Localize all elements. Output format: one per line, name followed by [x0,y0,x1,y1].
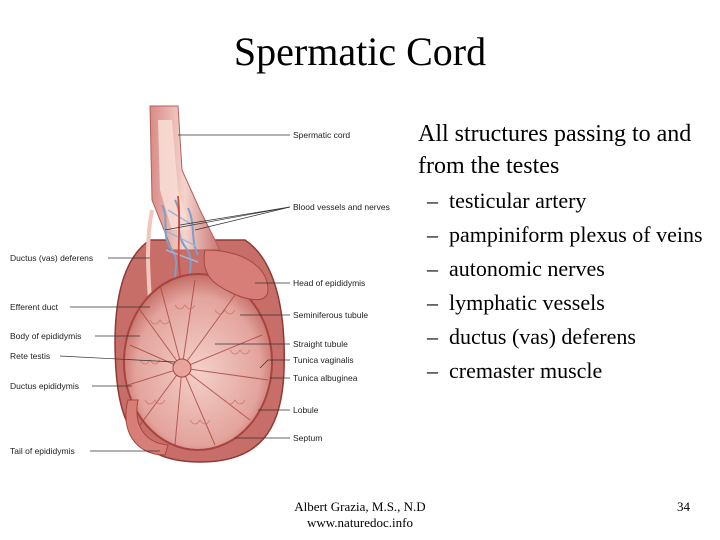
bullet-text: lymphatic vessels [449,290,605,315]
label-seminiferous-tubule: Seminiferous tubule [293,310,368,320]
label-lobule: Lobule [293,405,319,415]
rete-testis-shape [172,358,192,378]
dash-glyph: – [427,290,438,315]
bullet-list: –testicular artery –pampiniform plexus o… [418,186,718,385]
seminiferous-tubules-shape [139,304,251,425]
label-head-epididymis: Head of epididymis [293,278,365,288]
cord-inner-shape [158,120,190,230]
testis-illustration: Spermatic cord Blood vessels and nerves … [10,105,390,463]
testis-shape [123,273,273,451]
leader-lines [59,134,291,452]
bullet-text: pampiniform plexus of veins [449,222,703,247]
list-item: –cremaster muscle [418,356,718,385]
footer-url: www.naturedoc.info [306,515,413,530]
epididymis-tail-shape [125,399,169,456]
list-item: –testicular artery [418,186,718,215]
label-tunica-albuginea: Tunica albuginea [293,373,358,383]
label-ductus-deferens: Ductus (vas) deferens [10,253,93,263]
septa-lines [127,279,269,446]
label-tail-epididymis: Tail of epididymis [10,446,75,456]
page-number: 34 [677,499,690,514]
epididymis-head-shape [203,249,269,301]
label-tunica-vaginalis: Tunica vaginalis [293,355,354,365]
dash-glyph: – [427,324,438,349]
footer-author: Albert Grazia, M.S., N.D [294,499,426,514]
bullet-text: cremaster muscle [449,358,603,383]
label-septum: Septum [293,433,322,443]
slide-footer: Albert Grazia, M.S., N.D www.naturedoc.i… [260,499,460,531]
dash-glyph: – [427,256,438,281]
bullet-text: testicular artery [449,188,587,213]
label-spermatic-cord: Spermatic cord [293,130,350,140]
list-item: –pampiniform plexus of veins [418,220,718,249]
list-item: –autonomic nerves [418,254,718,283]
label-efferent-duct: Efferent duct [10,302,59,312]
dash-glyph: – [427,222,438,247]
slide-title: Spermatic Cord [233,29,487,74]
label-blood-vessels-nerves: Blood vessels and nerves [293,202,390,212]
label-body-epididymis: Body of epididymis [10,331,81,341]
intro-text: All structures passing to and from the t… [418,121,692,179]
list-item: –ductus (vas) deferens [418,322,718,351]
label-ductus-epididymis: Ductus epididymis [10,381,79,391]
bullet-panel: All structures passing to and from the t… [418,118,718,390]
dash-glyph: – [427,358,438,383]
bullet-text: ductus (vas) deferens [449,324,636,349]
list-item: –lymphatic vessels [418,288,718,317]
label-straight-tubule: Straight tubule [293,339,348,349]
label-rete-testis: Rete testis [10,351,50,361]
bullet-text: autonomic nerves [449,256,605,281]
dash-glyph: – [427,188,438,213]
